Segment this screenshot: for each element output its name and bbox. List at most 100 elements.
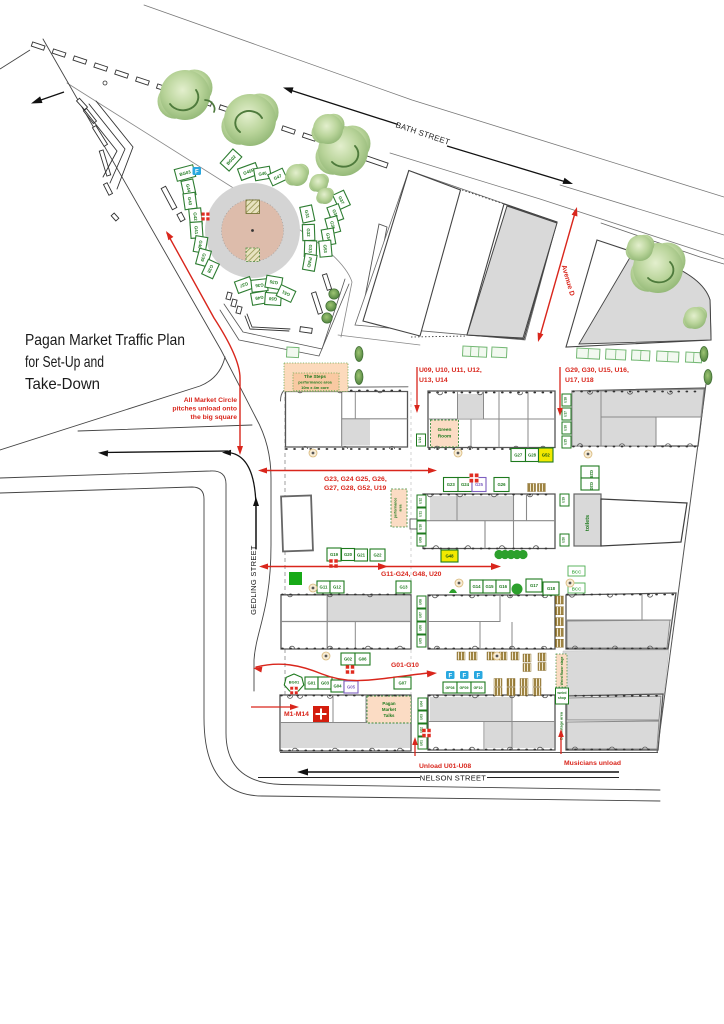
svg-text:U05: U05 <box>419 638 423 644</box>
svg-text:toilets: toilets <box>585 515 591 531</box>
svg-text:Weird Razor stage: Weird Razor stage <box>560 656 564 685</box>
svg-text:G31: G31 <box>304 209 311 219</box>
svg-text:G20: G20 <box>344 552 353 557</box>
svg-text:BCC: BCC <box>572 587 582 592</box>
svg-text:U14: U14 <box>418 437 422 443</box>
svg-text:G05: G05 <box>347 685 356 690</box>
svg-text:G50: G50 <box>268 296 277 302</box>
svg-text:Market: Market <box>382 707 397 712</box>
svg-text:GEDLING STREET: GEDLING STREET <box>249 545 258 615</box>
svg-text:G17: G17 <box>530 583 539 588</box>
svg-text:G34: G34 <box>325 232 331 242</box>
svg-text:G53: G53 <box>322 244 328 253</box>
svg-text:G23: G23 <box>447 482 456 487</box>
svg-text:PWD: PWD <box>306 257 313 268</box>
svg-text:G51: G51 <box>281 289 291 297</box>
svg-text:U07: U07 <box>419 612 423 618</box>
svg-text:G18: G18 <box>547 586 556 591</box>
svg-text:GF09: GF09 <box>460 686 469 690</box>
svg-text:Pagan: Pagan <box>382 701 395 706</box>
svg-text:G35: G35 <box>269 279 279 285</box>
svg-text:G15: G15 <box>485 584 494 589</box>
svg-text:U03: U03 <box>420 714 424 720</box>
svg-text:U13, U14: U13, U14 <box>419 377 448 384</box>
svg-text:G46: G46 <box>258 170 268 176</box>
svg-text:G30: G30 <box>589 482 594 491</box>
svg-text:G45F: G45F <box>243 167 255 176</box>
svg-text:10m x 4m core: 10m x 4m core <box>301 385 330 390</box>
svg-text:G19: G19 <box>330 552 339 557</box>
svg-text:G47: G47 <box>273 173 283 181</box>
svg-text:G49: G49 <box>254 295 264 301</box>
svg-text:G01-G10: G01-G10 <box>391 662 419 669</box>
svg-text:G26: G26 <box>497 482 506 487</box>
svg-text:NELSON STREET: NELSON STREET <box>420 774 487 783</box>
svg-text:G33: G33 <box>308 244 313 253</box>
svg-text:G35: G35 <box>329 220 336 230</box>
svg-text:for Set-Up and: for Set-Up and <box>25 354 104 371</box>
svg-text:G14: G14 <box>472 584 481 589</box>
svg-text:G11-G24, G48, U20: G11-G24, G48, U20 <box>381 571 442 578</box>
svg-text:G02: G02 <box>344 657 353 662</box>
svg-text:G36: G36 <box>255 282 264 288</box>
svg-text:G37: G37 <box>239 281 249 289</box>
svg-text:Talks: Talks <box>384 713 395 718</box>
svg-text:G25: G25 <box>475 482 484 487</box>
svg-text:U02: U02 <box>420 727 424 733</box>
svg-text:F: F <box>476 673 480 679</box>
svg-text:G29, G30, U15, U16,: G29, G30, U15, U16, <box>565 367 629 374</box>
svg-text:M1-M14: M1-M14 <box>284 711 309 718</box>
svg-text:U09, U10, U11, U12,: U09, U10, U11, U12, <box>419 367 482 374</box>
svg-text:weird: weird <box>556 691 566 695</box>
svg-text:G36: G36 <box>331 209 339 219</box>
svg-text:G21: G21 <box>357 553 366 558</box>
svg-text:GF08: GF08 <box>446 686 455 690</box>
svg-text:G28: G28 <box>528 453 537 458</box>
svg-text:GF10: GF10 <box>474 686 483 690</box>
svg-text:G03: G03 <box>321 681 330 686</box>
svg-text:U08: U08 <box>419 599 423 605</box>
svg-text:G23, G24 G25, G26,: G23, G24 G25, G26, <box>324 476 387 483</box>
svg-text:Unload U01-U08: Unload U01-U08 <box>419 763 471 770</box>
svg-text:U16: U16 <box>564 425 568 431</box>
svg-text:U04: U04 <box>420 701 424 707</box>
svg-text:The Steps: The Steps <box>304 374 326 379</box>
svg-text:G40: G40 <box>197 240 203 250</box>
svg-text:G38: G38 <box>206 264 214 274</box>
svg-text:U06: U06 <box>419 625 423 631</box>
svg-text:G04: G04 <box>333 684 342 689</box>
svg-text:G52: G52 <box>542 453 551 458</box>
svg-text:G42: G42 <box>192 212 198 221</box>
svg-text:G01: G01 <box>307 681 316 686</box>
svg-text:U01: U01 <box>420 740 424 746</box>
svg-text:U15: U15 <box>564 439 568 445</box>
svg-text:pitches unload onto: pitches unload onto <box>172 406 237 413</box>
svg-text:G32: G32 <box>306 228 311 237</box>
svg-text:All Market Circle: All Market Circle <box>184 397 237 404</box>
svg-text:G41: G41 <box>194 226 200 235</box>
svg-text:G11: G11 <box>320 585 328 590</box>
svg-text:G27, G28, G52, U19: G27, G28, G52, U19 <box>324 485 387 492</box>
svg-text:G43: G43 <box>187 197 193 206</box>
svg-text:area: area <box>399 504 403 511</box>
svg-text:U18: U18 <box>564 397 568 403</box>
svg-text:G06: G06 <box>358 657 367 662</box>
svg-text:U12: U12 <box>419 498 423 504</box>
svg-text:F: F <box>462 673 466 679</box>
svg-text:BG02: BG02 <box>225 154 237 166</box>
svg-text:U11: U11 <box>419 511 423 517</box>
svg-text:U17, U18: U17, U18 <box>565 377 594 384</box>
svg-text:G13: G13 <box>399 585 408 590</box>
svg-text:Take-Down: Take-Down <box>25 376 100 393</box>
svg-text:shop: shop <box>558 696 566 700</box>
svg-text:BCC: BCC <box>572 570 582 575</box>
svg-text:U20: U20 <box>562 537 566 543</box>
svg-text:performance: performance <box>394 498 398 519</box>
svg-text:Musicians unload: Musicians unload <box>564 760 621 767</box>
svg-text:F: F <box>195 169 199 175</box>
svg-text:U19: U19 <box>562 497 566 503</box>
svg-text:G29: G29 <box>589 470 594 479</box>
svg-text:F: F <box>448 673 452 679</box>
svg-text:U10: U10 <box>419 524 423 530</box>
svg-text:G07: G07 <box>398 681 407 686</box>
